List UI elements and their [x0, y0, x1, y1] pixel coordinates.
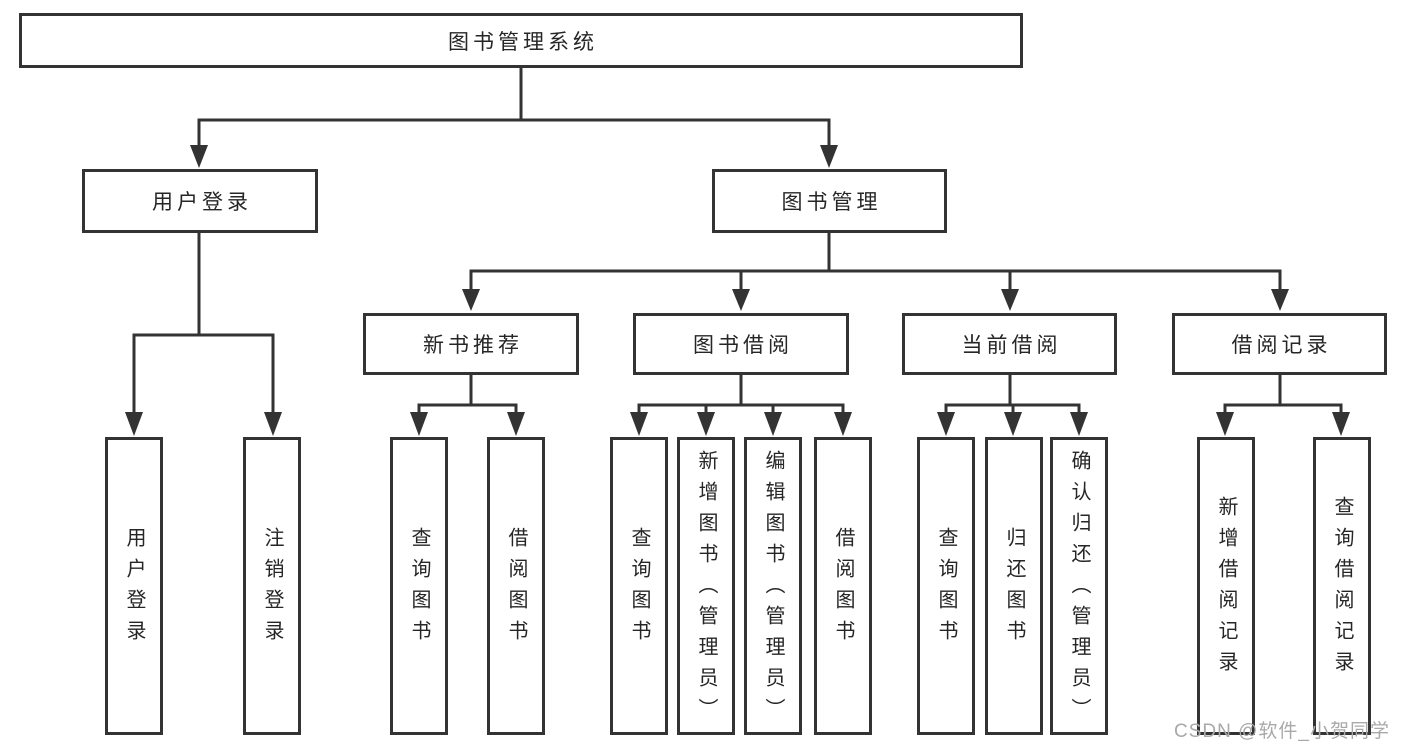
node-user-login: 用户登录: [82, 169, 318, 233]
leaf-query-borrow-record: 查询借阅记录: [1313, 437, 1371, 735]
leaf-logout: 注销登录: [243, 437, 301, 735]
leaf-user-login: 用户登录: [105, 437, 163, 735]
leaf-borrow-books: 借阅图书: [814, 437, 872, 735]
leaf-return-books: 归还图书: [985, 437, 1043, 735]
leaf-borrow-books: 借阅图书: [487, 437, 545, 735]
leaf-add-books-admin: 新增图书（管理员）: [677, 437, 735, 735]
node-book-management: 图书管理: [712, 169, 947, 233]
leaf-query-books: 查询图书: [917, 437, 975, 735]
node-current-borrowing: 当前借阅: [902, 313, 1117, 375]
node-book-borrowing: 图书借阅: [633, 313, 849, 375]
leaf-edit-books-admin: 编辑图书（管理员）: [744, 437, 802, 735]
csdn-watermark: CSDN @软件_小贺同学: [1174, 721, 1390, 742]
node-library-system: 图书管理系统: [19, 13, 1023, 68]
leaf-confirm-return-admin: 确认归还（管理员）: [1050, 437, 1108, 735]
leaf-add-borrow-record: 新增借阅记录: [1197, 437, 1255, 735]
leaf-query-books: 查询图书: [390, 437, 448, 735]
node-borrowing-records: 借阅记录: [1172, 313, 1387, 375]
leaf-query-books: 查询图书: [610, 437, 668, 735]
arrowheads: [125, 145, 1350, 436]
node-new-book-recommendation: 新书推荐: [363, 313, 579, 375]
